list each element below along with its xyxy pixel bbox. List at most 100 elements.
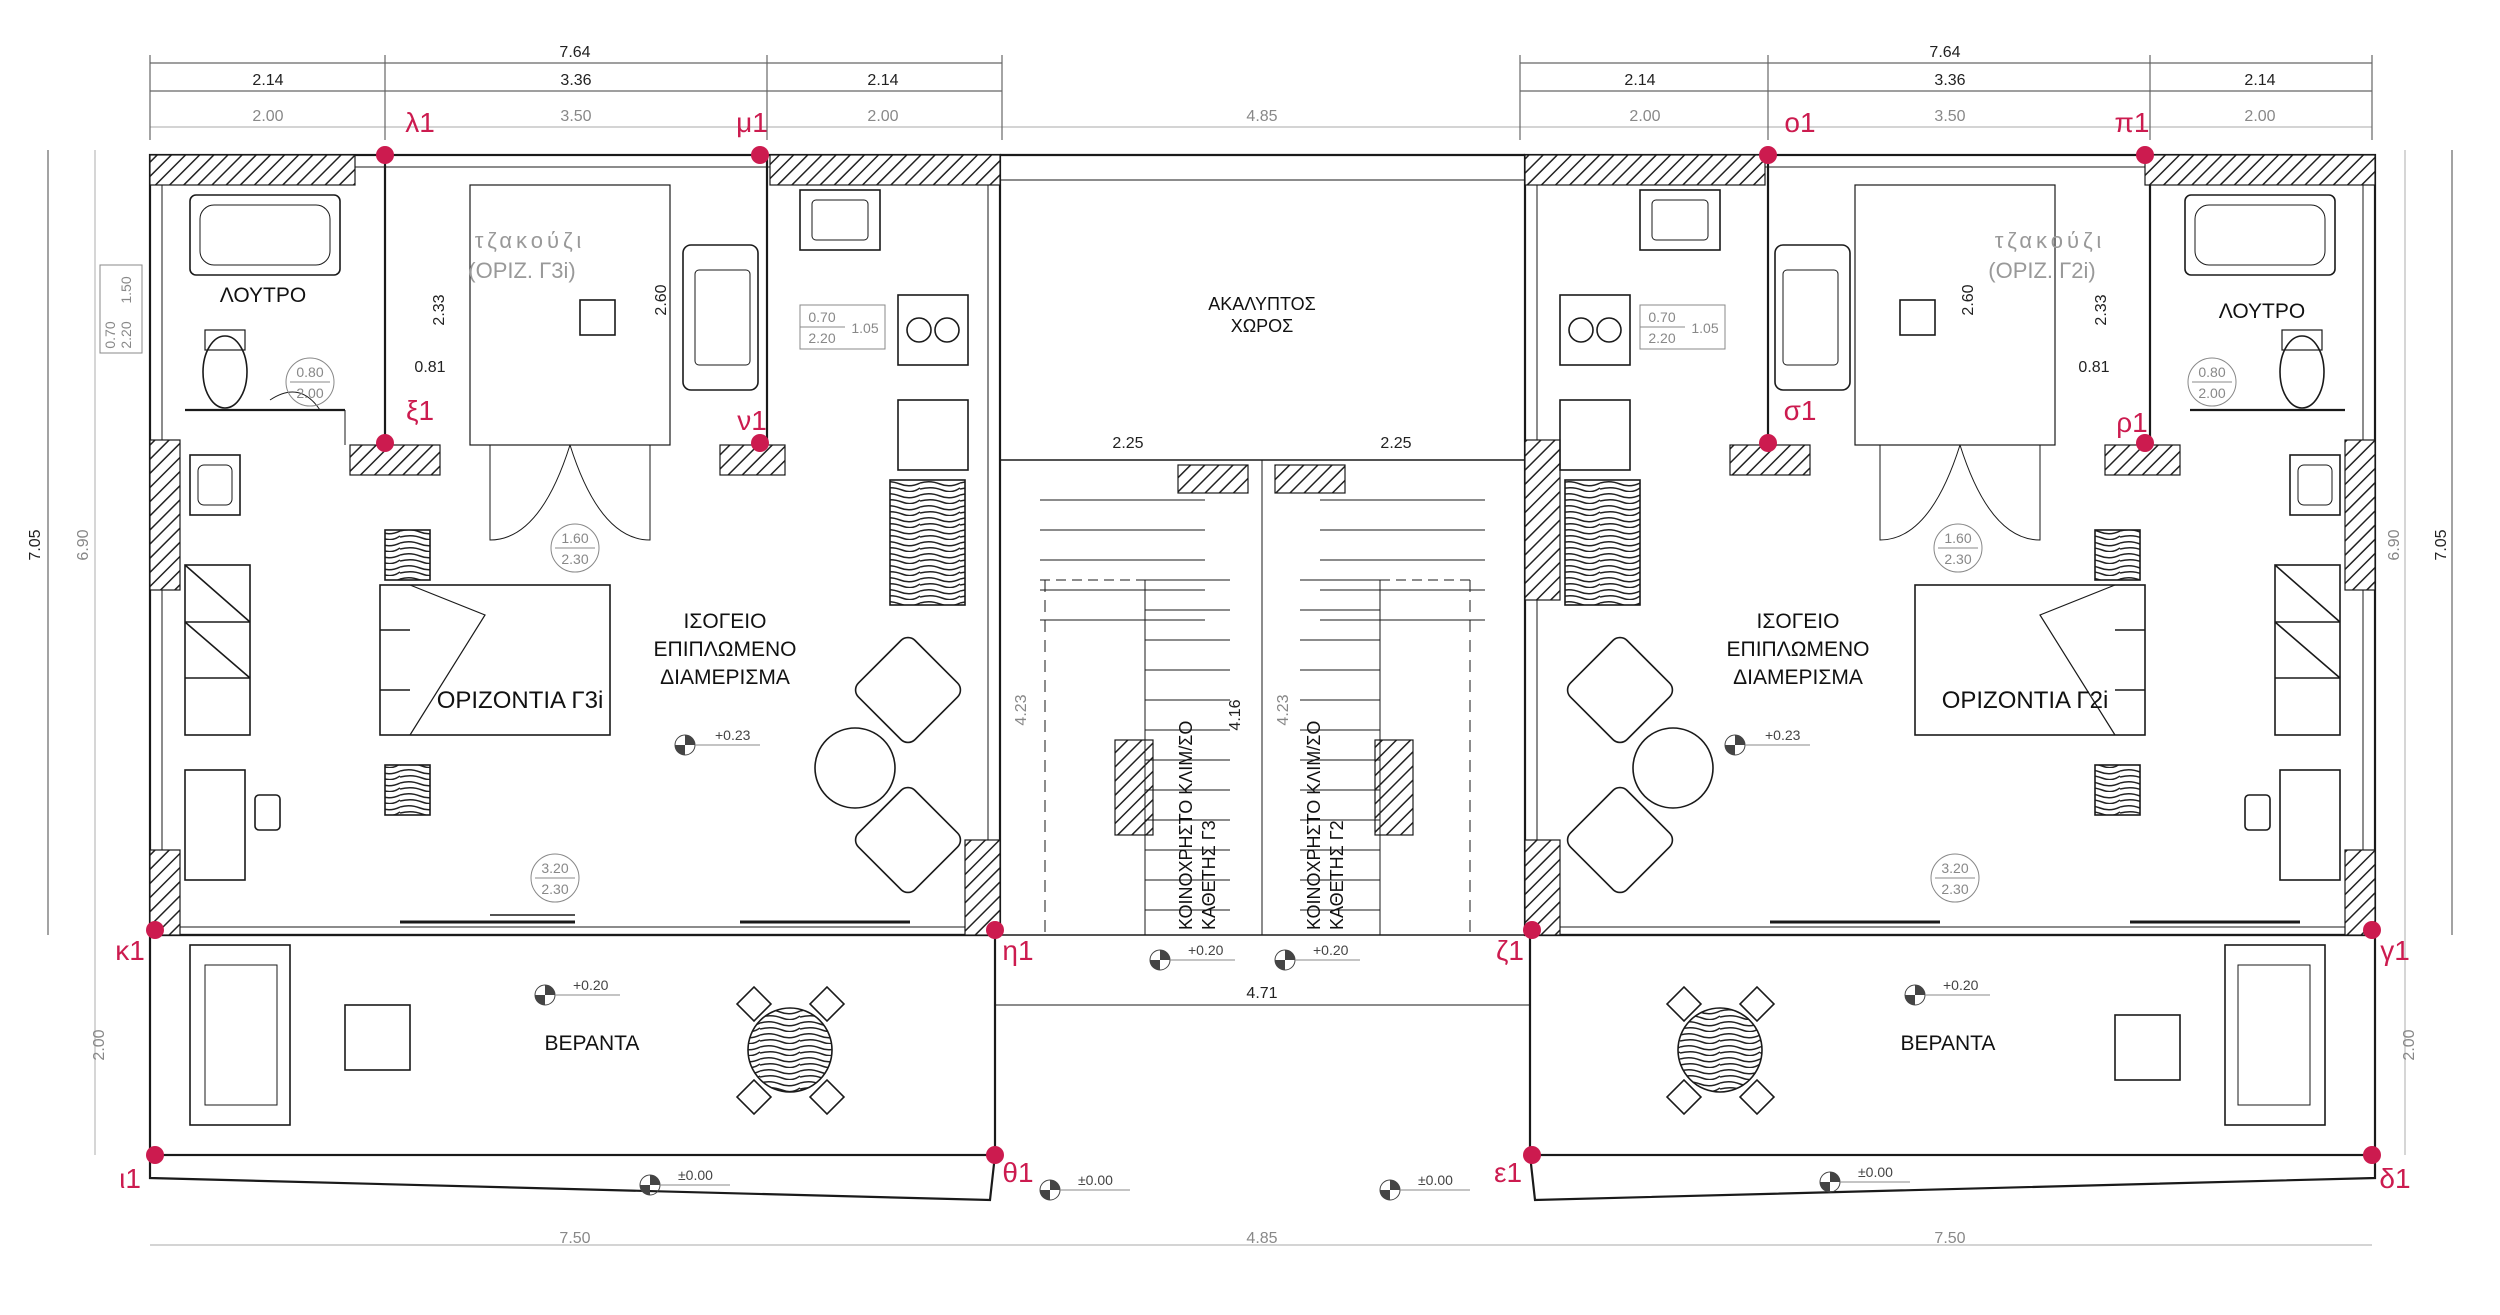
point-delta1-dot bbox=[2363, 1146, 2381, 1164]
label-apartment-left-3: ΔΙΑΜΕΡΙΣΜΑ bbox=[660, 666, 790, 689]
window-mark-left-b: 1.50 bbox=[118, 276, 134, 303]
label-bathroom-left: ΛΟΥΤΡΟ bbox=[220, 284, 306, 307]
dim-stair-depth: 4.16 bbox=[1227, 699, 1244, 730]
point-iota1: ι1 bbox=[119, 1163, 141, 1194]
point-omicron1-dot bbox=[1759, 146, 1777, 164]
kitchen-window-mark-right: 0.70 2.20 1.05 bbox=[1639, 304, 1726, 350]
level-ground-left: ±0.00 bbox=[639, 1167, 730, 1196]
point-sigma1: σ1 bbox=[1784, 395, 1817, 426]
kitchen-win-left-b: 2.20 bbox=[808, 330, 835, 346]
label-apartment-left-2: ΕΠΙΠΛΩΜΕΝΟ bbox=[654, 638, 797, 661]
point-iota1-dot bbox=[146, 1146, 164, 1164]
label-stair-right-1: ΚΟΙΝΟΧΡΗΣΤΟ ΚΛΙΜ/ΣΟ bbox=[1304, 721, 1324, 930]
door-main-left-a: 3.20 bbox=[541, 860, 568, 876]
level-stair-right: +0.20 bbox=[1274, 942, 1360, 971]
label-stair-left-1: ΚΟΙΝΟΧΡΗΣΤΟ ΚΛΙΜ/ΣΟ bbox=[1176, 721, 1196, 930]
point-zeta1: ζ1 bbox=[1496, 935, 1524, 966]
wall-hatching bbox=[149, 154, 2376, 936]
dim-top-inner-right-2: 3.50 bbox=[1934, 108, 1965, 125]
dim-jacuzzi-w-left: 0.81 bbox=[414, 359, 445, 376]
staircase bbox=[1040, 499, 1485, 935]
furniture-left bbox=[184, 189, 969, 1126]
dim-top-overall-left: 7.64 bbox=[559, 44, 590, 61]
kitchen-win-right-c: 1.05 bbox=[1691, 320, 1718, 336]
label-jacuzzi-left-2: (ΟΡΙΖ. Γ3i) bbox=[468, 258, 575, 283]
point-rho1: ρ1 bbox=[2116, 407, 2148, 438]
dim-stair-run-right: 4.23 bbox=[1275, 694, 1292, 725]
point-theta1-dot bbox=[986, 1146, 1004, 1164]
dim-top-mid-left-1: 2.14 bbox=[252, 72, 283, 89]
window-mark-left-a: 0.70 bbox=[102, 321, 118, 348]
reference-points: λ1 μ1 ξ1 ν1 κ1 η1 ι1 θ1 ο1 π1 σ1 ρ1 ζ1 γ… bbox=[115, 107, 2410, 1194]
level-ground-right-text: ±0.00 bbox=[1858, 1164, 1893, 1180]
dim-veranda-left: 2.00 bbox=[91, 1029, 108, 1060]
level-stair-left-text: +0.20 bbox=[1188, 942, 1224, 958]
level-room-right: +0.23 bbox=[1724, 727, 1810, 756]
room-labels: ΛΟΥΤΡΟ ΛΟΥΤΡΟ τζακούζι (ΟΡΙΖ. Γ3i) τζακο… bbox=[220, 228, 2305, 1055]
dim-stair-w-right: 2.25 bbox=[1380, 435, 1411, 452]
label-apartment-right-3: ΔΙΑΜΕΡΙΣΜΑ bbox=[1733, 666, 1863, 689]
dim-stair-run-left: 4.23 bbox=[1013, 694, 1030, 725]
dim-top-mid-left-2: 3.36 bbox=[560, 72, 591, 89]
point-zeta1-dot bbox=[1523, 921, 1541, 939]
kitchen-win-left-c: 1.05 bbox=[851, 320, 878, 336]
label-veranda-left: ΒΕΡΑΝΤΑ bbox=[545, 1032, 640, 1055]
point-delta1: δ1 bbox=[2379, 1163, 2410, 1194]
point-kappa1-dot bbox=[146, 921, 164, 939]
window-mark-left-c: 2.20 bbox=[118, 321, 134, 348]
level-stair-left: +0.20 bbox=[1149, 942, 1235, 971]
level-ground-center-right: ±0.00 bbox=[1379, 1172, 1470, 1201]
dim-side-outer-right: 7.05 bbox=[2433, 529, 2450, 560]
point-theta1: θ1 bbox=[1002, 1157, 1033, 1188]
point-epsilon1: ε1 bbox=[1494, 1157, 1522, 1188]
dim-top-center: 4.85 bbox=[1246, 108, 1277, 125]
point-lambda1-dot bbox=[376, 146, 394, 164]
opening-marks: 0.70 1.50 2.20 0.80 2.00 0.80 2.00 0.70 … bbox=[99, 264, 2237, 903]
point-gamma1: γ1 bbox=[2380, 935, 2410, 966]
dim-bottom-left: 7.50 bbox=[559, 1230, 590, 1247]
dim-top-mid-right-2: 3.36 bbox=[1934, 72, 1965, 89]
label-apartment-left-1: ΙΣΟΓΕΙΟ bbox=[684, 610, 767, 633]
door-mark-bath-right: 0.80 2.00 bbox=[2187, 357, 2237, 407]
label-apartment-right-1: ΙΣΟΓΕΙΟ bbox=[1757, 610, 1840, 633]
point-mu1-dot bbox=[751, 146, 769, 164]
door-mark-bath-left: 0.80 2.00 bbox=[285, 357, 335, 407]
label-veranda-right: ΒΕΡΑΝΤΑ bbox=[1901, 1032, 1996, 1055]
level-ground-center-right-text: ±0.00 bbox=[1418, 1172, 1453, 1188]
window-mark-left: 0.70 1.50 2.20 bbox=[99, 264, 143, 354]
door-mark-jac-right: 1.60 2.30 bbox=[1933, 523, 1983, 573]
dim-jacuzzi-h-right: 2.33 bbox=[2093, 294, 2110, 325]
furniture-right bbox=[1559, 189, 2341, 1126]
label-jacuzzi-left-1: τζακούζι bbox=[475, 228, 586, 253]
dim-jacuzzi-h-left: 2.33 bbox=[431, 294, 448, 325]
level-veranda-left-text: +0.20 bbox=[573, 977, 609, 993]
door-mark-main-left: 3.20 2.30 bbox=[530, 853, 580, 903]
point-eta1: η1 bbox=[1002, 935, 1033, 966]
door-mark-bath-right-a: 0.80 bbox=[2198, 364, 2225, 380]
level-ground-center-left: ±0.00 bbox=[1039, 1172, 1130, 1201]
level-ground-center-left-text: ±0.00 bbox=[1078, 1172, 1113, 1188]
dim-top-mid-left-3: 2.14 bbox=[867, 72, 898, 89]
point-rho1-dot bbox=[2136, 434, 2154, 452]
dim-top-inner-right-1: 2.00 bbox=[1629, 108, 1660, 125]
label-jacuzzi-right-2: (ΟΡΙΖ. Γ2i) bbox=[1988, 258, 2095, 283]
level-room-left-text: +0.23 bbox=[715, 727, 751, 743]
level-ground-left-text: ±0.00 bbox=[678, 1167, 713, 1183]
point-omicron1: ο1 bbox=[1784, 107, 1815, 138]
dim-veranda-right: 2.00 bbox=[2401, 1029, 2418, 1060]
dim-top-inner-left-3: 2.00 bbox=[867, 108, 898, 125]
label-stair-left-2: ΚΑΘΕΤΗΣ Γ3 bbox=[1199, 820, 1219, 930]
label-open-space-1: ΑΚΑΛΥΠΤΟΣ bbox=[1208, 294, 1316, 314]
dim-top-inner-left-2: 3.50 bbox=[560, 108, 591, 125]
level-room-right-text: +0.23 bbox=[1765, 727, 1801, 743]
dim-top-inner-right-3: 2.00 bbox=[2244, 108, 2275, 125]
point-xi1-dot bbox=[376, 434, 394, 452]
dim-side-inner-right: 6.90 bbox=[2386, 529, 2403, 560]
label-horizontal-right: ΟΡΙΖΟΝΤΙΑ Γ2i bbox=[1942, 687, 2109, 714]
door-jac-right-b: 2.30 bbox=[1944, 551, 1971, 567]
door-main-left-b: 2.30 bbox=[541, 881, 568, 897]
dim-jacuzzi-h-right2: 2.60 bbox=[1960, 284, 1977, 315]
label-stair-right-2: ΚΑΘΕΤΗΣ Γ2 bbox=[1327, 820, 1347, 930]
point-kappa1: κ1 bbox=[115, 935, 145, 966]
